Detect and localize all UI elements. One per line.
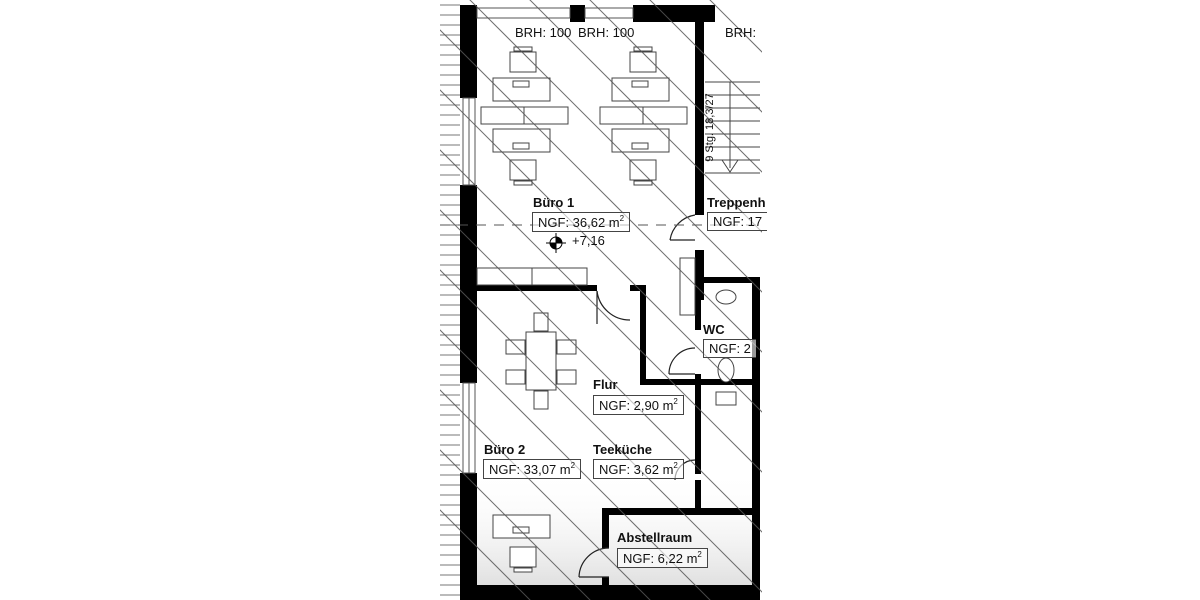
room-name-buero2: Büro 2 <box>484 442 526 457</box>
room-name-abstellraum: Abstellraum <box>617 530 693 545</box>
elevation-marker-icon <box>546 233 566 253</box>
room-area-teekueche: NGF: 3,62 m2 <box>593 459 684 479</box>
room-name-teekueche: Teeküche <box>593 442 653 457</box>
room-name-flur: Flur <box>593 377 618 392</box>
room-area-abstellraum: NGF: 6,22 m2 <box>617 548 708 568</box>
elevation-value: +7,16 <box>572 233 605 248</box>
wc-fixtures <box>715 289 737 406</box>
room-area-treppenhaus: NGF: 17 <box>707 212 768 231</box>
window-label-brh: BRH: 100 <box>578 25 635 40</box>
room-name-treppenhaus: Treppenh <box>707 195 766 210</box>
facade-ticks <box>440 4 460 596</box>
room-area-flur: NGF: 2,90 m2 <box>593 395 684 415</box>
window-label-brh: BRH: <box>725 25 757 40</box>
furniture-buero1 <box>476 46 696 316</box>
room-area-wc: NGF: 2 <box>703 339 756 358</box>
room-name-buero1: Büro 1 <box>533 195 575 210</box>
stair <box>705 81 760 174</box>
stair-label: 9 Stg. 18,3/27 <box>703 93 716 162</box>
room-area-buero2: NGF: 33,07 m2 <box>483 459 582 479</box>
room-name-wc: WC <box>703 322 725 337</box>
windows <box>462 7 634 474</box>
window-label-brh: BRH: 100 <box>515 25 572 40</box>
room-area-buero1: NGF: 36,62 m2 <box>532 212 631 232</box>
